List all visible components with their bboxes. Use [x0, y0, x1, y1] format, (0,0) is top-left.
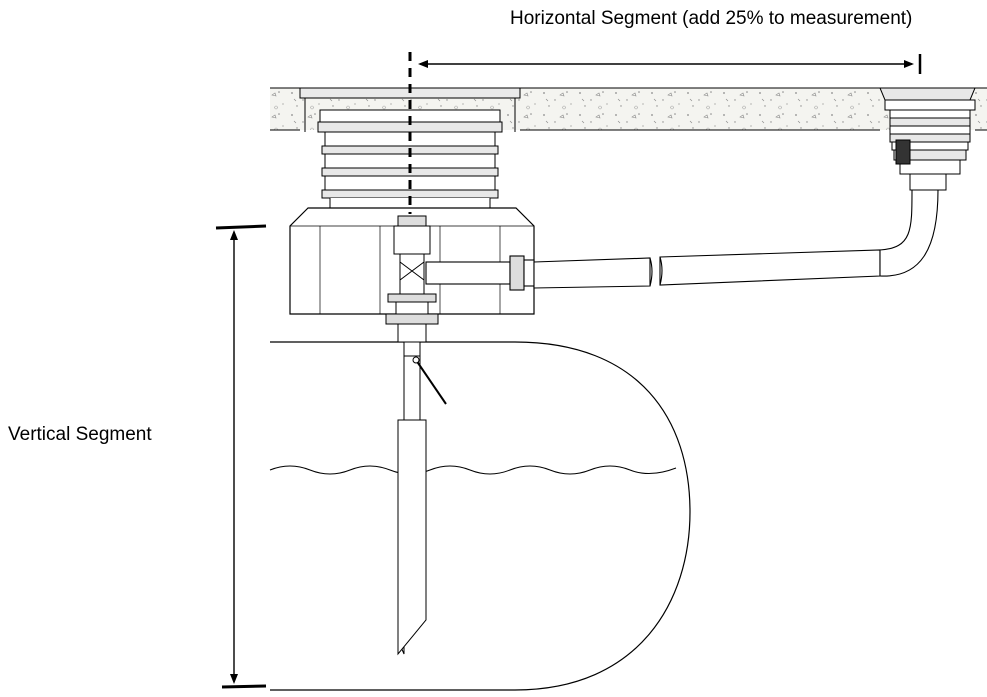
vertical-dimension-arrow: [215, 224, 267, 689]
horizontal-dimension-arrow: [418, 54, 922, 74]
vertical-segment-label: Vertical Segment: [8, 424, 152, 445]
liquid-level: [269, 465, 677, 475]
drop-tube: [397, 341, 447, 656]
horizontal-segment-label: Horizontal Segment (add 25% to measureme…: [510, 8, 913, 29]
horizontal-vent-pipe: [425, 189, 939, 291]
vent-fitting-stack: [385, 215, 439, 343]
storage-tank: [270, 341, 691, 691]
vent-cap-assembly: [879, 87, 976, 191]
